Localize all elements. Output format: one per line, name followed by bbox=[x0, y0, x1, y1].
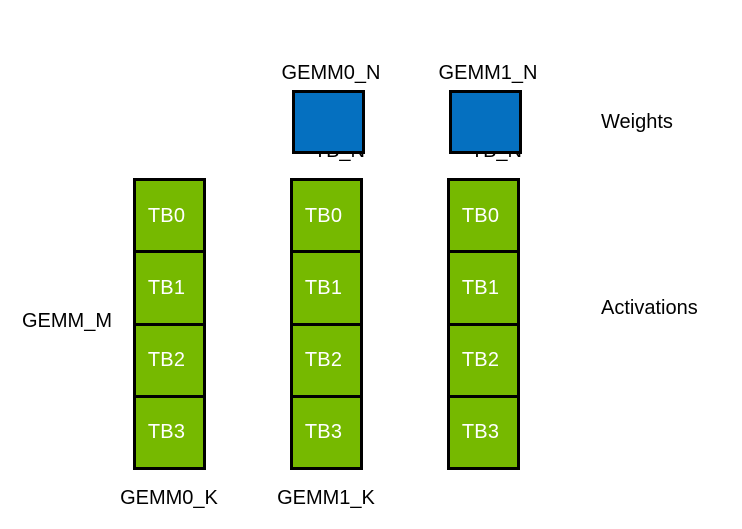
tb-cell-label: TB0 bbox=[304, 204, 343, 227]
tb-cell-label: TB1 bbox=[147, 276, 186, 299]
bottom-label-gemm0-k: GEMM0_K bbox=[120, 487, 218, 509]
tb-cell[interactable]: TB2 bbox=[447, 322, 520, 398]
tb-cell[interactable]: TB1 bbox=[290, 250, 363, 326]
activation-column-gemm0-output: TB0 TB1 TB2 TB3 bbox=[290, 178, 363, 470]
tb-cell[interactable]: TB3 bbox=[290, 394, 363, 470]
tb-cell-label: TB2 bbox=[147, 349, 186, 372]
tb-cell-label: TB2 bbox=[304, 349, 343, 372]
tb-cell[interactable]: TB1 bbox=[447, 250, 520, 326]
weight-block-gemm0[interactable] bbox=[292, 90, 365, 154]
tb-cell[interactable]: TB3 bbox=[447, 394, 520, 470]
row-label-weights: Weights bbox=[601, 111, 673, 133]
activation-column-gemm0-input: TB0 TB1 TB2 TB3 bbox=[133, 178, 206, 470]
bottom-label-gemm1-k: GEMM1_K bbox=[277, 487, 375, 509]
top-label-gemm1-n-line1: GEMM1_N bbox=[438, 62, 538, 84]
tb-cell[interactable]: TB3 bbox=[133, 394, 206, 470]
tb-cell[interactable]: TB0 bbox=[447, 178, 520, 254]
tb-cell-label: TB2 bbox=[461, 349, 500, 372]
tb-cell-label: TB3 bbox=[304, 421, 343, 444]
tb-cell-label: TB3 bbox=[147, 421, 186, 444]
tb-cell-label: TB3 bbox=[461, 421, 500, 444]
tb-cell-label: TB0 bbox=[147, 204, 186, 227]
weight-block-gemm1[interactable] bbox=[449, 90, 522, 154]
tb-cell[interactable]: TB2 bbox=[133, 322, 206, 398]
tb-cell[interactable]: TB0 bbox=[290, 178, 363, 254]
axis-label-gemm-m: GEMM_M bbox=[22, 310, 112, 332]
tb-cell[interactable]: TB2 bbox=[290, 322, 363, 398]
activation-column-gemm1-output: TB0 TB1 TB2 TB3 bbox=[447, 178, 520, 470]
tb-cell-label: TB1 bbox=[461, 276, 500, 299]
tb-cell-label: TB0 bbox=[461, 204, 500, 227]
tb-cell[interactable]: TB0 bbox=[133, 178, 206, 254]
tb-cell-label: TB1 bbox=[304, 276, 343, 299]
tb-cell[interactable]: TB1 bbox=[133, 250, 206, 326]
row-label-activations: Activations bbox=[601, 297, 698, 319]
top-label-gemm0-n-line1: GEMM0_N bbox=[281, 62, 381, 84]
